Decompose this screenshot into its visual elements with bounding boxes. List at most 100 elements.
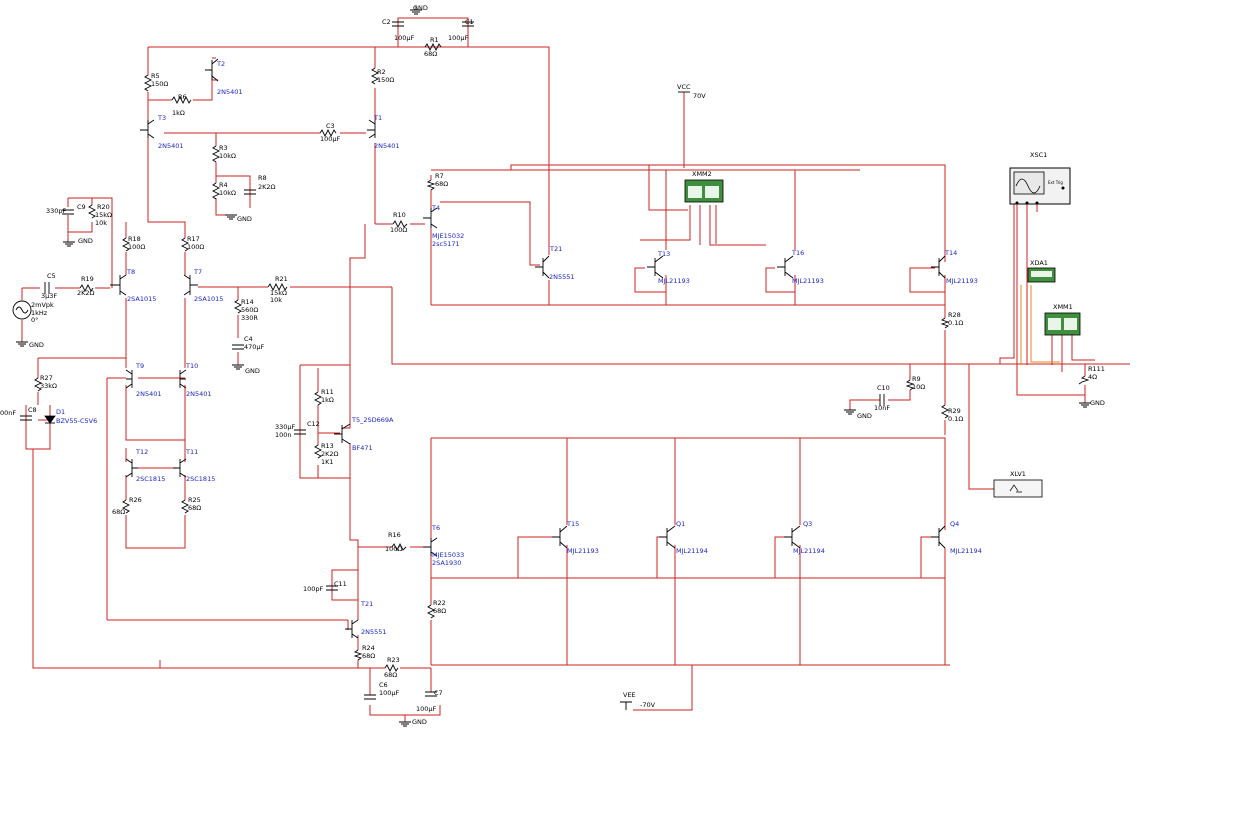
- xmm1-multimeter[interactable]: [1044, 312, 1081, 336]
- label-r111: R111: [1088, 365, 1105, 373]
- label-c4-value: 470µF: [244, 343, 265, 351]
- label-t13-type: 2N5551: [549, 273, 575, 281]
- label-t16-type: MJL21193: [658, 277, 690, 285]
- label-c9-value: 330pF: [46, 207, 67, 215]
- label-r9-value: 10Ω: [912, 383, 925, 391]
- label-r17-value: 100Ω: [187, 243, 204, 251]
- label-r13: R13: [321, 442, 334, 450]
- label-xlv1: XLV1: [1010, 470, 1026, 478]
- label-q4-type: MJL21194: [793, 547, 825, 555]
- label-c5: C5: [47, 272, 56, 280]
- label-r25: R25: [188, 496, 201, 504]
- label-r29: R29: [948, 407, 961, 415]
- label-r21-value2: 10k: [270, 296, 282, 304]
- label-r6: R6: [178, 93, 187, 101]
- xda1-distortion-analyzer[interactable]: [1027, 267, 1056, 283]
- label-r20-value: 15kΩ: [95, 211, 112, 219]
- xsc1-oscilloscope[interactable]: Ext Trig: [1009, 167, 1071, 205]
- label-t9: T9: [135, 362, 144, 370]
- label-q1: T15: [566, 520, 579, 528]
- label-r8-value: 100µF: [320, 135, 341, 143]
- label-r2-value: 150Ω: [377, 76, 394, 84]
- label-r24: R24: [362, 644, 375, 652]
- label-c10-value: 10nF: [874, 404, 890, 412]
- label-c6-value: 100µF: [379, 689, 400, 697]
- label-t12-type: 2SC1815: [136, 475, 165, 483]
- label-t7-type: 2SA1015: [194, 295, 223, 303]
- label-t14: T16: [791, 249, 804, 257]
- component-symbols: [12, 6, 1091, 727]
- label-c4: C4: [244, 335, 253, 343]
- wires: [20, 17, 1130, 722]
- label-r28: R28: [948, 311, 961, 319]
- label-r13-value: 2K2Ω: [321, 450, 339, 458]
- label-q1-type: MJL21193: [567, 547, 599, 555]
- label-r8: C3: [326, 122, 335, 130]
- label-t10-type: 2N5401: [186, 390, 212, 398]
- label-c3-value: 2K2Ω: [258, 183, 276, 191]
- label-t16: T13: [657, 250, 670, 258]
- label-source-frequency: 1kHz: [31, 309, 48, 317]
- label-gnd-bottom: GND: [412, 718, 427, 726]
- label-t6-type2: 2SA1930: [432, 559, 461, 567]
- label-gnd-c10: GND: [857, 412, 872, 420]
- label-r27-value: 33kΩ: [40, 382, 57, 390]
- label-t12: T12: [135, 448, 148, 456]
- label-gnd-r111: GND: [1090, 399, 1105, 407]
- label-r4-value: 10kΩ: [219, 189, 236, 197]
- label-r24-value: 68Ω: [362, 652, 375, 660]
- label-xsc1: XSC1: [1030, 151, 1047, 159]
- label-r4: R4: [219, 181, 228, 189]
- label-c8-value: 00nF: [0, 409, 16, 417]
- label-r26: R26: [129, 496, 142, 504]
- xlv1-logic-analyzer[interactable]: [993, 479, 1043, 498]
- label-r16-value: 100Ω: [385, 545, 402, 553]
- label-r26-value: 68Ω: [112, 508, 125, 516]
- label-t6: T6: [431, 524, 440, 532]
- label-c10: C10: [877, 384, 890, 392]
- label-r23: R23: [387, 656, 400, 664]
- label-t9-type: 2N5401: [136, 390, 162, 398]
- label-c2-value: 100µF: [394, 34, 415, 42]
- label-gnd-source: GND: [29, 341, 44, 349]
- label-source-phase: 0°: [31, 316, 38, 324]
- label-r23-value: 68Ω: [384, 671, 397, 679]
- label-r21-value: 15kΩ: [270, 289, 287, 297]
- xmm2-multimeter[interactable]: [684, 179, 724, 203]
- labels: GND C2 C1 100µF R1 100µF 68Ω R2 150Ω R5 …: [0, 4, 1105, 726]
- label-t14-type: MJL21193: [792, 277, 824, 285]
- label-t3-type: 2N5401: [158, 142, 184, 150]
- label-r1-value: 68Ω: [424, 50, 437, 58]
- label-vcc: VCC: [677, 83, 691, 91]
- label-r7-value: 68Ω: [435, 180, 448, 188]
- label-r5-value: 150Ω: [151, 80, 168, 88]
- label-r2: R2: [377, 68, 386, 76]
- label-c6: C6: [379, 681, 388, 689]
- label-t13: T21: [549, 245, 562, 253]
- label-r27: R27: [40, 374, 53, 382]
- label-r11: R11: [321, 388, 334, 396]
- label-t21-type-final: 2N5551: [361, 628, 387, 636]
- label-vee-value: -70V: [640, 701, 656, 709]
- label-r28-value: 0.1Ω: [948, 319, 963, 327]
- label-xmm1: XMM1: [1053, 303, 1073, 311]
- label-r14: R14: [241, 298, 254, 306]
- label-t2-type: 2N5401: [217, 88, 243, 96]
- label-r10: R10: [393, 211, 406, 219]
- label-t2: T2: [216, 60, 225, 68]
- label-gnd-r4: GND: [237, 215, 252, 223]
- label-r20-value2: 10k: [95, 219, 107, 227]
- label-r20: R20: [97, 203, 110, 211]
- label-t5: T5_2SD669A: [351, 416, 394, 424]
- label-vcc-value: 70V: [693, 92, 706, 100]
- label-t4: T4: [431, 204, 440, 212]
- label-c9: C9: [77, 203, 86, 211]
- label-c7-value: 100µF: [416, 705, 437, 713]
- label-r19-value: 2K2Ω: [77, 289, 95, 297]
- transistor-symbols: [110, 58, 946, 639]
- label-source-amplitude: 2mVpk: [31, 301, 54, 309]
- label-q4: Q3: [803, 520, 812, 528]
- label-r19: R19: [81, 275, 94, 283]
- label-gnd-top: GND: [413, 4, 428, 12]
